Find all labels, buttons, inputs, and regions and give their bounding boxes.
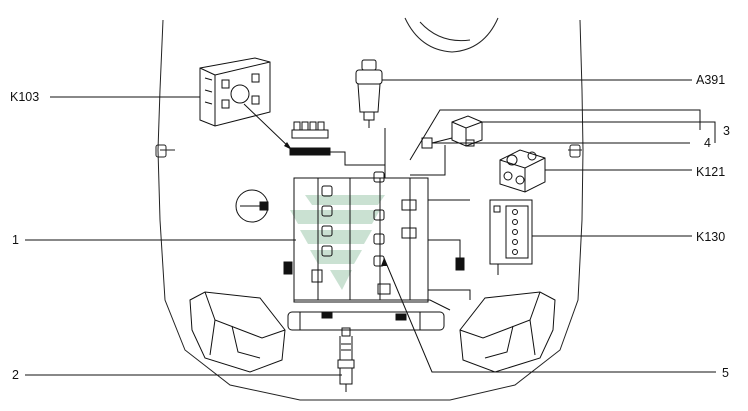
sensor-round-icon (235, 189, 269, 223)
battery-k130-icon (489, 199, 533, 275)
callout-2: 2 (12, 368, 19, 382)
callout-a391: A391 (696, 73, 726, 87)
leader-arrowheads (284, 142, 387, 266)
callout-k130: K130 (696, 230, 726, 244)
leader-lines (25, 79, 716, 376)
watermark-logo (290, 195, 385, 290)
ignition-coil-k121-icon (499, 149, 546, 193)
left-headlamp-icon (189, 291, 286, 373)
callout-3: 3 (723, 124, 730, 138)
callout-k103: K103 (10, 90, 40, 104)
callout-4: 4 (704, 136, 711, 150)
vehicle-body-outline (155, 17, 584, 401)
right-mount-icon (569, 144, 581, 158)
callout-5: 5 (722, 366, 729, 380)
lower-harness-bar (287, 311, 445, 331)
fuel-injector-a391-icon (355, 59, 383, 128)
ecu-module-k103-icon (199, 57, 271, 127)
callout-k121: K121 (696, 165, 726, 179)
spark-plug-icon (337, 327, 355, 392)
right-headlamp-icon (459, 291, 556, 373)
ecu-harness-connector (289, 121, 386, 166)
left-mount-icon (155, 144, 167, 158)
callout-1: 1 (12, 233, 19, 247)
